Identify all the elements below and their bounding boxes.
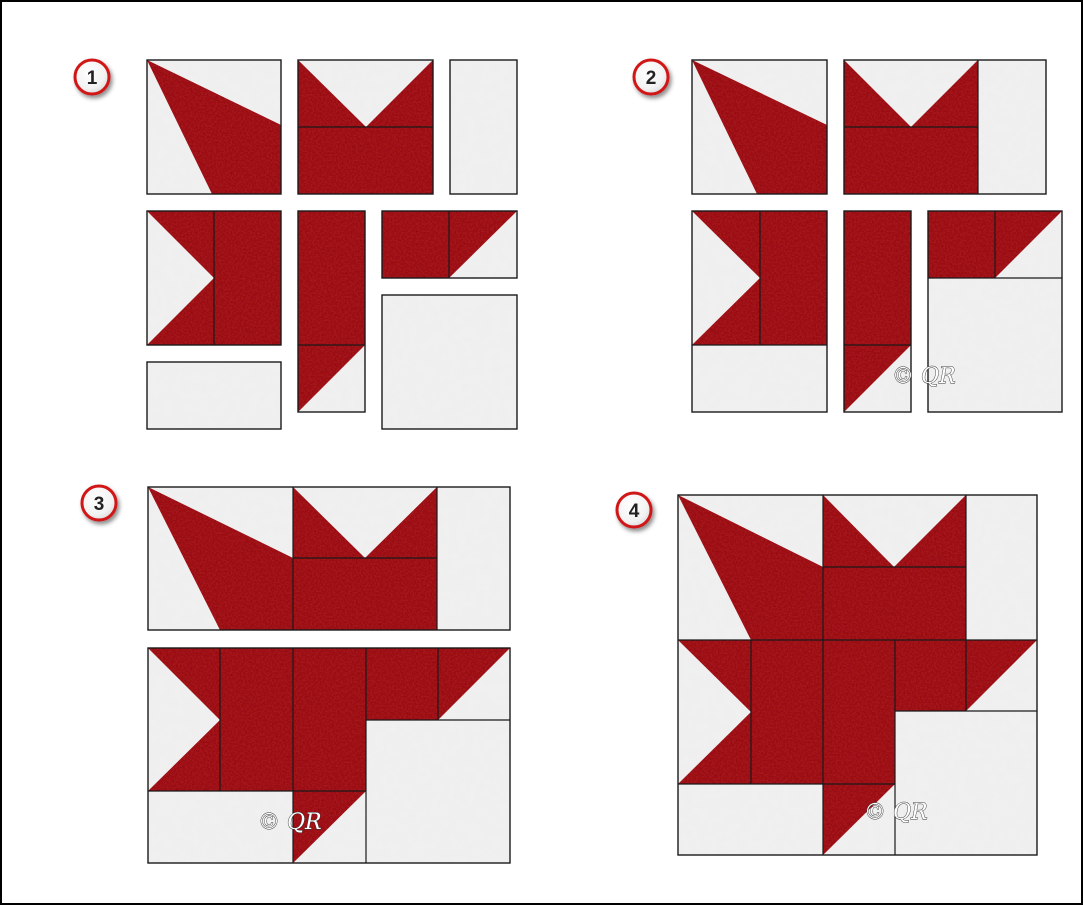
step-1-unit-g bbox=[382, 295, 517, 429]
step-1-unit-c bbox=[450, 60, 517, 194]
watermark-step-4: © QR bbox=[864, 800, 928, 825]
step-1-unit-f bbox=[382, 211, 517, 278]
step-number-1: 1 bbox=[87, 68, 98, 89]
step-number-3: 3 bbox=[94, 494, 105, 515]
step-number-2: 2 bbox=[646, 68, 657, 89]
step-badge-4: 4 bbox=[617, 493, 651, 527]
step-1-pieces bbox=[147, 60, 517, 429]
step-badge-1: 1 bbox=[75, 60, 109, 94]
step-3-top-row bbox=[148, 487, 510, 630]
step-2-unit-d bbox=[692, 211, 827, 412]
step-3-rows bbox=[148, 487, 510, 863]
step-1-unit-e bbox=[298, 211, 365, 412]
step-1-unit-h bbox=[147, 362, 281, 429]
watermark-step-3: © QR bbox=[258, 810, 322, 835]
step-1-unit-b bbox=[298, 60, 433, 194]
step-badge-2: 2 bbox=[634, 60, 668, 94]
step-2-columns bbox=[692, 60, 1062, 412]
step-1-unit-d bbox=[147, 211, 281, 345]
watermark-step-2: © QR bbox=[892, 364, 956, 389]
step-2-unit-b bbox=[844, 60, 1046, 194]
step-3-bottom-row bbox=[148, 648, 510, 863]
step-badge-3: 3 bbox=[82, 486, 116, 520]
step-2-unit-a bbox=[692, 60, 827, 194]
step-4-finished-block bbox=[678, 495, 1037, 855]
step-1-unit-a bbox=[147, 60, 281, 194]
step-number-4: 4 bbox=[629, 501, 640, 522]
